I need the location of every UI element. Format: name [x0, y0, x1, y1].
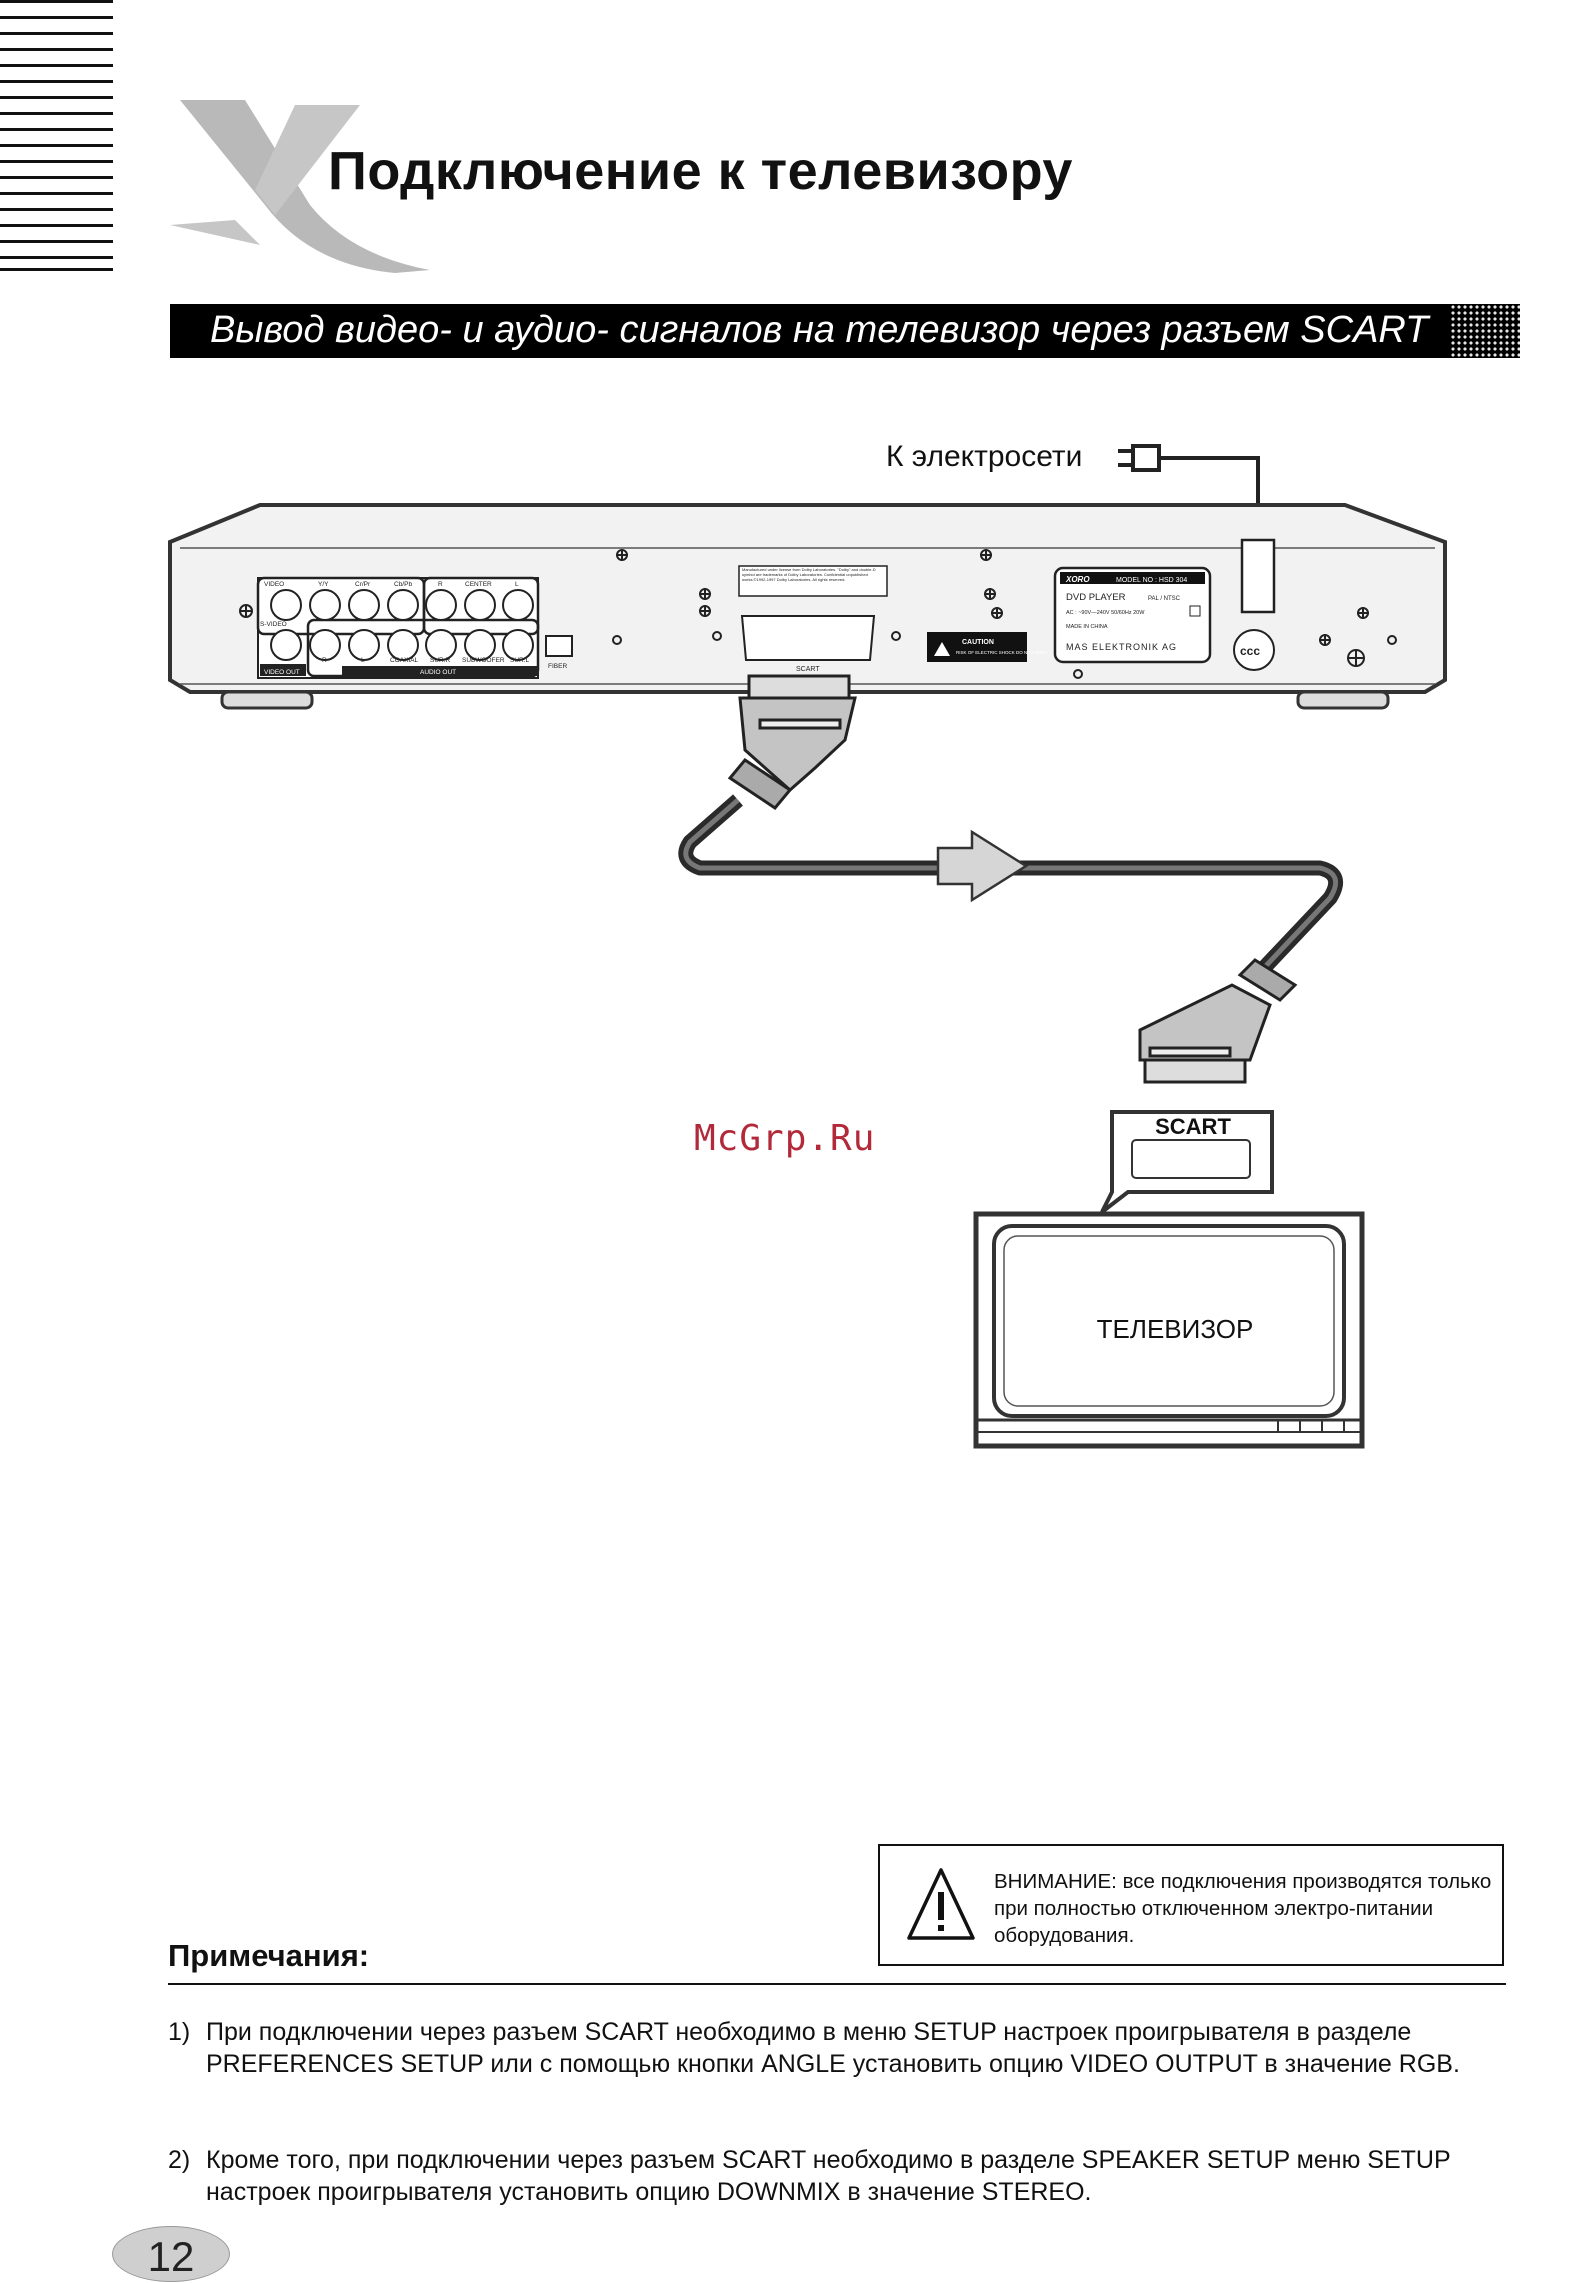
jack-label: Cb/Pb	[394, 581, 412, 588]
jack-label: R	[322, 657, 327, 664]
caution-label: CAUTION	[962, 639, 994, 646]
connection-diagram: VIDEO Y/Y Cr/Pr Cb/Pb R CENTER L S-VIDEO…	[168, 444, 1447, 1449]
page-title: Подключение к телевизору	[328, 141, 1073, 201]
dolby-license-text: Manufactured under license from Dolby La…	[742, 567, 876, 582]
jack-label: L	[361, 657, 365, 664]
tv-scart-callout	[1100, 1110, 1274, 1214]
note-text: При подключении через разъем SCART необх…	[206, 2018, 1460, 2078]
note-number: 1)	[168, 2018, 191, 2046]
jack-label: S-VIDEO	[260, 621, 287, 628]
page-number-badge: 12	[112, 2226, 230, 2282]
notes-heading: Примечания:	[168, 1938, 370, 1973]
jack-label: SUBWOOFER	[462, 657, 505, 664]
jack-label: SUR.L	[510, 657, 530, 664]
warning-triangle-icon	[907, 1868, 975, 1940]
power-cord	[1118, 444, 1260, 556]
system-label: PAL / NTSC	[1148, 596, 1181, 602]
warning-box: ВНИМАНИЕ: все подключения производятся т…	[878, 1844, 1504, 1966]
halftone-decoration	[1450, 304, 1520, 358]
scart-plug-player	[727, 674, 857, 810]
tv-scart-label: SCART	[1155, 1114, 1231, 1139]
jack-label: VIDEO	[264, 581, 284, 588]
jack-label: Y/Y	[318, 581, 329, 588]
scart-cable	[678, 794, 1344, 976]
jack-label: R	[438, 581, 443, 588]
model-label: MODEL NO : HSD 304	[1116, 577, 1187, 584]
jack-label: L	[515, 581, 519, 588]
scart-socket-label: SCART	[796, 666, 820, 673]
power-outlet-label: К электросети	[886, 440, 1083, 473]
section-header-bar: Вывод видео- и аудио- сигналов на телеви…	[170, 304, 1520, 358]
watermark: McGrp.Ru	[694, 1118, 876, 1159]
brand-label: XORO	[1065, 575, 1090, 584]
video-out-label: VIDEO OUT	[264, 669, 300, 676]
caution-subtext: RISK OF ELECTRIC SHOCK DO NOT OPEN	[956, 650, 1047, 655]
television	[973, 1211, 1365, 1449]
decorative-stripes	[0, 0, 113, 272]
page-number: 12	[147, 2233, 195, 2280]
jack-label: Cr/Pr	[355, 581, 371, 588]
note-number: 2)	[168, 2146, 191, 2174]
jack-label: SUR.R	[430, 657, 451, 664]
scart-plug-tv	[1138, 958, 1298, 1084]
audio-out-label: AUDIO OUT	[420, 669, 456, 676]
power-spec-label: AC : ~90V—240V 50/60Hz 20W	[1066, 610, 1145, 616]
signal-direction-arrow	[936, 829, 1029, 903]
notes-divider	[168, 1983, 1506, 1985]
warning-text: ВНИМАНИЕ: все подключения производятся т…	[994, 1870, 1492, 1947]
brand-x-logo	[170, 100, 430, 273]
section-title: Вывод видео- и аудио- сигналов на телеви…	[210, 309, 1429, 351]
jack-label: CENTER	[465, 581, 492, 588]
product-label: DVD PLAYER	[1066, 592, 1126, 603]
dvd-player-back-panel: VIDEO Y/Y Cr/Pr Cb/Pb R CENTER L S-VIDEO…	[168, 503, 1447, 710]
jack-label: COAXIAL	[390, 657, 419, 664]
fiber-label: FIBER	[548, 663, 567, 670]
maker-label: MAS ELEKTRONIK AG	[1066, 642, 1177, 652]
note-text: Кроме того, при подключении через разъем…	[206, 2146, 1451, 2206]
tv-label: ТЕЛЕВИЗОР	[1096, 1314, 1254, 1344]
svg-text:ccc: ccc	[1240, 644, 1260, 658]
made-in-label: MADE IN CHINA	[1066, 624, 1108, 630]
